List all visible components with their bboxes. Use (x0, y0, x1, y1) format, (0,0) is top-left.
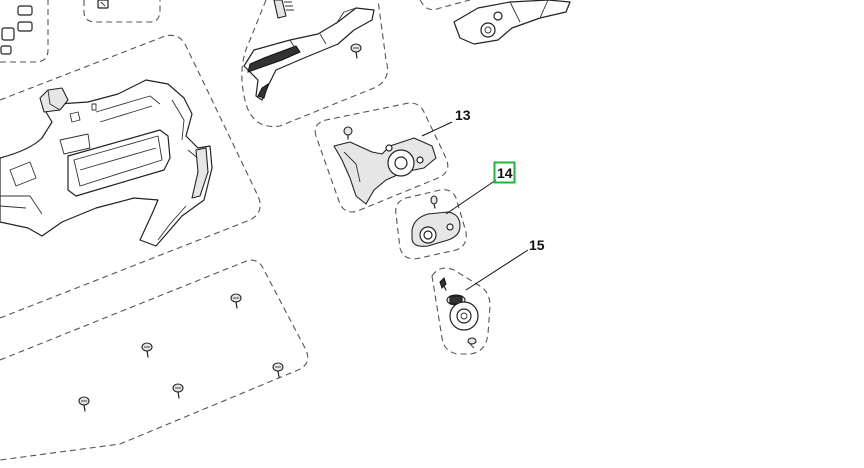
housing-window (67, 129, 171, 197)
blade-group (419, 0, 571, 45)
part-13-group (314, 102, 449, 213)
lever-group (241, 0, 389, 128)
screw-4 (172, 383, 184, 399)
callout-15[interactable]: 15 (529, 237, 545, 253)
part-13-blade (333, 137, 437, 205)
screw-3 (272, 362, 284, 378)
screw-1 (230, 293, 242, 309)
part-14-group (395, 189, 467, 260)
callout-14[interactable]: 14 (497, 165, 513, 181)
leader-14 (445, 179, 497, 215)
part-15-group (431, 267, 491, 355)
screw-5 (78, 396, 90, 412)
lever-screw (350, 43, 362, 59)
screw-2 (141, 342, 153, 358)
leader-13 (421, 121, 453, 137)
callout-13[interactable]: 13 (455, 107, 471, 123)
main-housing-group (0, 34, 261, 319)
leader-15 (465, 249, 529, 291)
screws-group (0, 259, 309, 461)
top-left-partial-group (0, 0, 161, 63)
lever-part (243, 7, 375, 101)
callout-14-highlight (493, 161, 516, 184)
